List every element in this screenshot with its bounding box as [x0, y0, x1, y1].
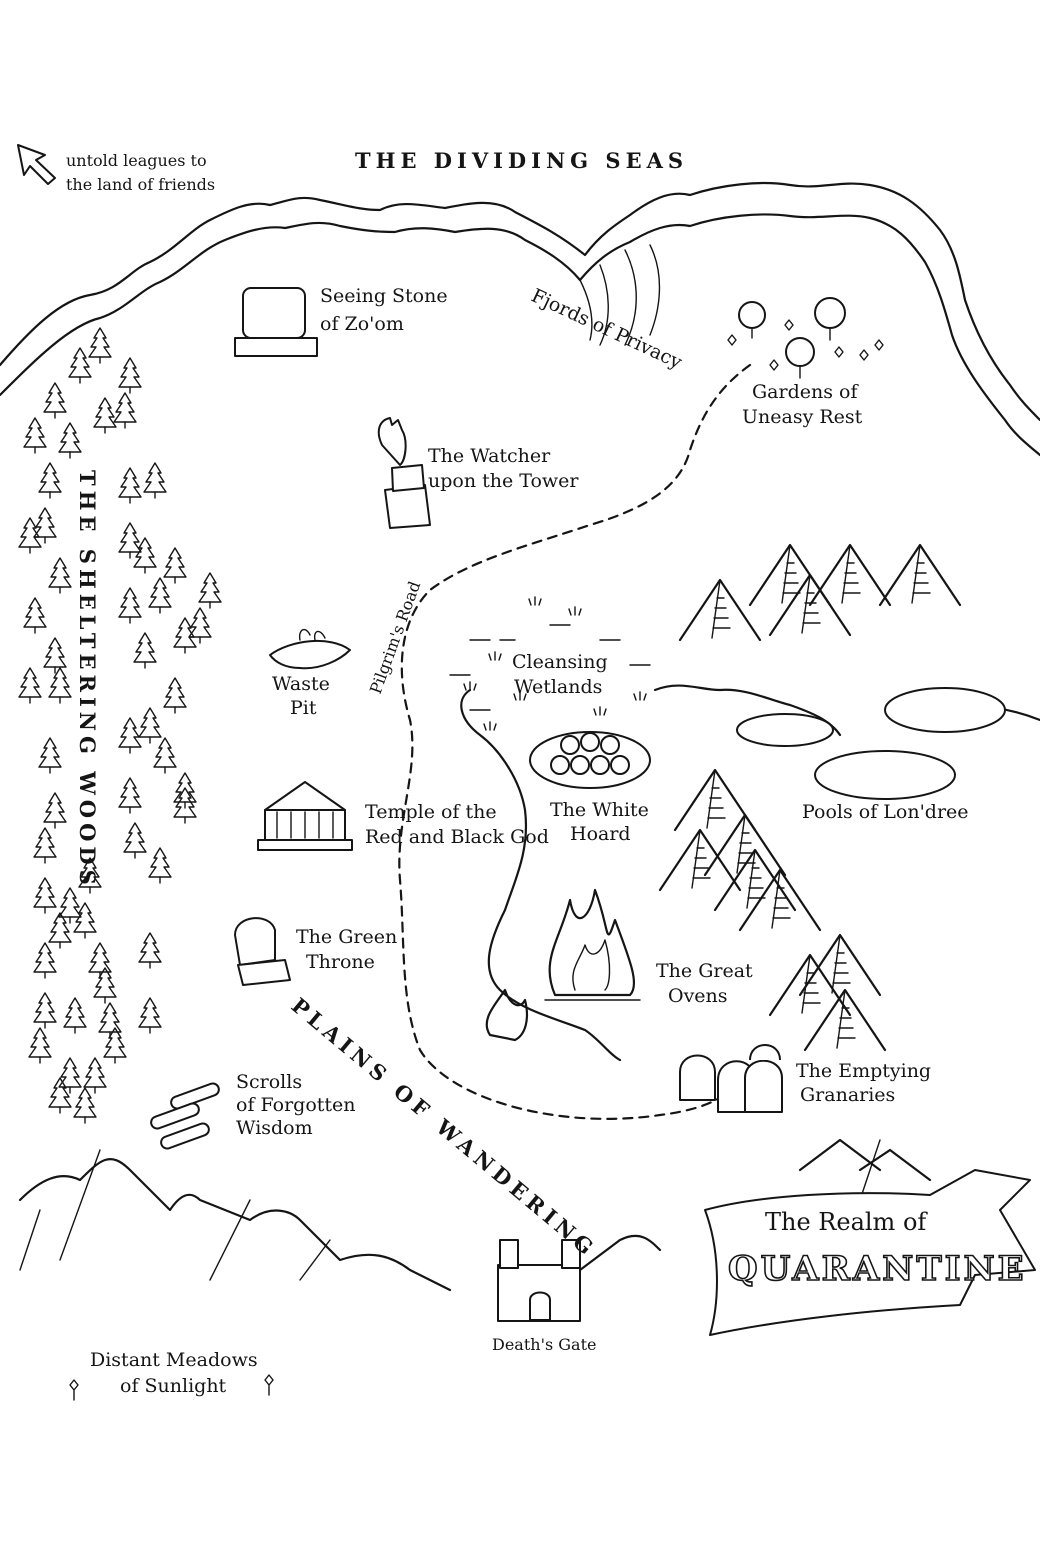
- white-hoard-label-2: Hoard: [570, 823, 631, 845]
- river-contour: [460, 688, 622, 1062]
- granaries-label-2: Granaries: [800, 1084, 895, 1106]
- realm-banner: [704, 1169, 1036, 1336]
- waste-pit-label-1: Waste: [272, 673, 330, 695]
- temple-label-2: Red and Black God: [365, 826, 549, 848]
- temple-icon: [257, 781, 353, 851]
- meadows-label-2: of Sunlight: [120, 1375, 227, 1397]
- ovens-label-2: Ovens: [668, 985, 728, 1007]
- waste-pit-label-2: Pit: [290, 697, 317, 719]
- watcher-tower-icon: [377, 417, 431, 529]
- road-label: Pilgrim's Road: [366, 579, 424, 697]
- seeing-stone-icon: [234, 287, 318, 357]
- temple-label-1: Temple of the: [365, 801, 497, 823]
- direction-arrow-icon: [17, 144, 56, 185]
- throne-icon: [234, 917, 291, 986]
- scrolls-icon: [150, 1082, 220, 1150]
- throne-label-2: Throne: [306, 951, 375, 973]
- gardens-label-2: Uneasy Rest: [742, 406, 863, 428]
- watcher-label-1: The Watcher: [428, 445, 551, 467]
- meadows-label-1: Distant Meadows: [90, 1349, 258, 1371]
- scrolls-label-1: Scrolls: [236, 1071, 302, 1093]
- meadow-flowers-icon: [69, 1374, 274, 1401]
- white-hoard-label-1: The White: [550, 799, 649, 821]
- watcher-label-2: upon the Tower: [428, 470, 579, 492]
- direction-note-line2: the land of friends: [66, 175, 215, 194]
- plains-label: PLAINS OF WANDERING: [287, 993, 602, 1263]
- pilgrims-road: [398, 363, 752, 1120]
- scrolls-label-2: of Forgotten: [236, 1094, 356, 1116]
- granaries-icon: [679, 1044, 783, 1113]
- ovens-label-1: The Great: [656, 960, 753, 982]
- white-hoard-icon: [529, 731, 651, 789]
- pools-label: Pools of Lon'dree: [802, 801, 969, 823]
- deaths-gate-label: Death's Gate: [492, 1335, 596, 1354]
- wetlands-grass: [449, 596, 651, 731]
- great-ovens-icon: [485, 888, 641, 1042]
- banner-line1: The Realm of: [765, 1208, 928, 1236]
- wetlands-label-1: Cleansing: [512, 651, 608, 673]
- gardens-icon: [727, 297, 884, 379]
- seas-label: THE DIVIDING SEAS: [355, 148, 688, 173]
- pools-icon: [736, 687, 1006, 800]
- coastline: [0, 181, 1040, 457]
- fjords-label: Fjords of Privacy: [528, 285, 686, 374]
- deaths-gate-icon: [497, 1239, 581, 1322]
- sheltering-woods-trees: [18, 327, 222, 1124]
- mountains: [18, 543, 962, 1292]
- gardens-label-1: Gardens of: [752, 381, 859, 403]
- banner-line2: QUARANTINE: [728, 1249, 1027, 1289]
- granaries-label-1: The Emptying: [796, 1060, 931, 1082]
- wetlands-label-2: Wetlands: [514, 676, 602, 698]
- waste-pit-icon: [269, 628, 351, 670]
- scrolls-label-3: Wisdom: [236, 1117, 313, 1139]
- seeing-stone-label-2: of Zo'om: [320, 313, 404, 335]
- seeing-stone-label-1: Seeing Stone: [320, 285, 448, 307]
- throne-label-1: The Green: [296, 926, 397, 948]
- woods-label: THE SHELTERING WOODS: [75, 470, 100, 890]
- direction-note-line1: untold leagues to: [66, 151, 207, 170]
